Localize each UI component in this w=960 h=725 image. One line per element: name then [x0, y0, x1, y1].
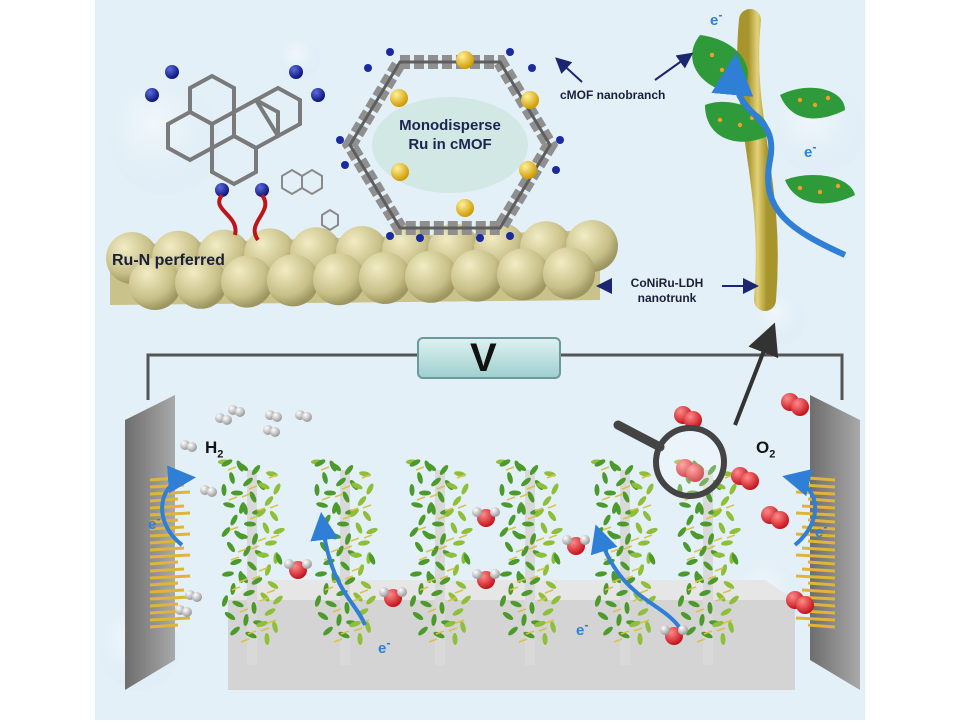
h2-label: H2: [205, 438, 223, 460]
h2-symbol: H: [205, 438, 218, 457]
trunk-line-1: CoNiRu-LDH: [630, 276, 704, 290]
ru-n-bonds: [217, 193, 268, 242]
ldh-sphere-slab: [106, 220, 618, 310]
small-molecule-fragment: [281, 168, 339, 232]
electron-symbol: e: [804, 144, 813, 161]
trunk-line-2: nanotrunk: [637, 291, 697, 305]
monodisperse-label: Monodisperse Ru in cMOF: [390, 116, 510, 154]
label-arrows: [555, 52, 759, 294]
electron-charge: -: [718, 8, 723, 22]
o2-subscript: 2: [769, 448, 776, 461]
electron-symbol: e: [576, 622, 585, 639]
electron-label-top: e-: [710, 8, 723, 29]
electron-label-right: e-: [815, 520, 828, 541]
voltage-label: V: [470, 336, 497, 380]
water-molecules: [284, 507, 688, 645]
h2-subscript: 2: [217, 448, 224, 461]
electron-charge: -: [386, 636, 391, 650]
electron-charge: -: [823, 520, 828, 534]
electron-symbol: e: [815, 524, 824, 541]
electron-symbol: e: [710, 12, 719, 29]
electron-flow-arrows: [160, 465, 818, 630]
o2-label: O2: [756, 438, 775, 460]
electron-symbol: e: [378, 640, 387, 657]
electron-label-left: e-: [148, 512, 161, 533]
monodisperse-line-2: Ru in cMOF: [408, 136, 492, 153]
electron-charge: -: [156, 512, 161, 526]
resistor-icon: [417, 337, 561, 379]
circuit-wire: [146, 353, 844, 400]
electron-label-bottom-2: e-: [576, 618, 589, 639]
electron-label-leaf: e-: [804, 140, 817, 161]
electron-symbol: e: [148, 516, 157, 533]
cmof-ring: [336, 48, 564, 242]
hydrogen-bubbles: [175, 405, 312, 617]
hhtp-molecule: [166, 73, 302, 187]
electron-label-bottom-1: e-: [378, 636, 391, 657]
magnifier-icon: [613, 322, 779, 499]
nanotrunk-label: CoNiRu-LDH nanotrunk: [614, 276, 720, 306]
base-plate: [228, 600, 795, 690]
oxygen-molecules: [674, 393, 814, 614]
ru-n-label: Ru-N perferred: [112, 252, 225, 269]
molecule-n-atoms: [145, 65, 325, 197]
monodisperse-line-1: Monodisperse: [399, 117, 501, 134]
trunk-branch-icon: [692, 9, 855, 311]
electron-charge: -: [584, 618, 589, 632]
electron-charge: -: [812, 140, 817, 154]
nanotrunk-forest: [218, 459, 741, 665]
cmof-nanobranch-label: cMOF nanobranch: [560, 88, 666, 102]
o2-symbol: O: [756, 438, 770, 457]
